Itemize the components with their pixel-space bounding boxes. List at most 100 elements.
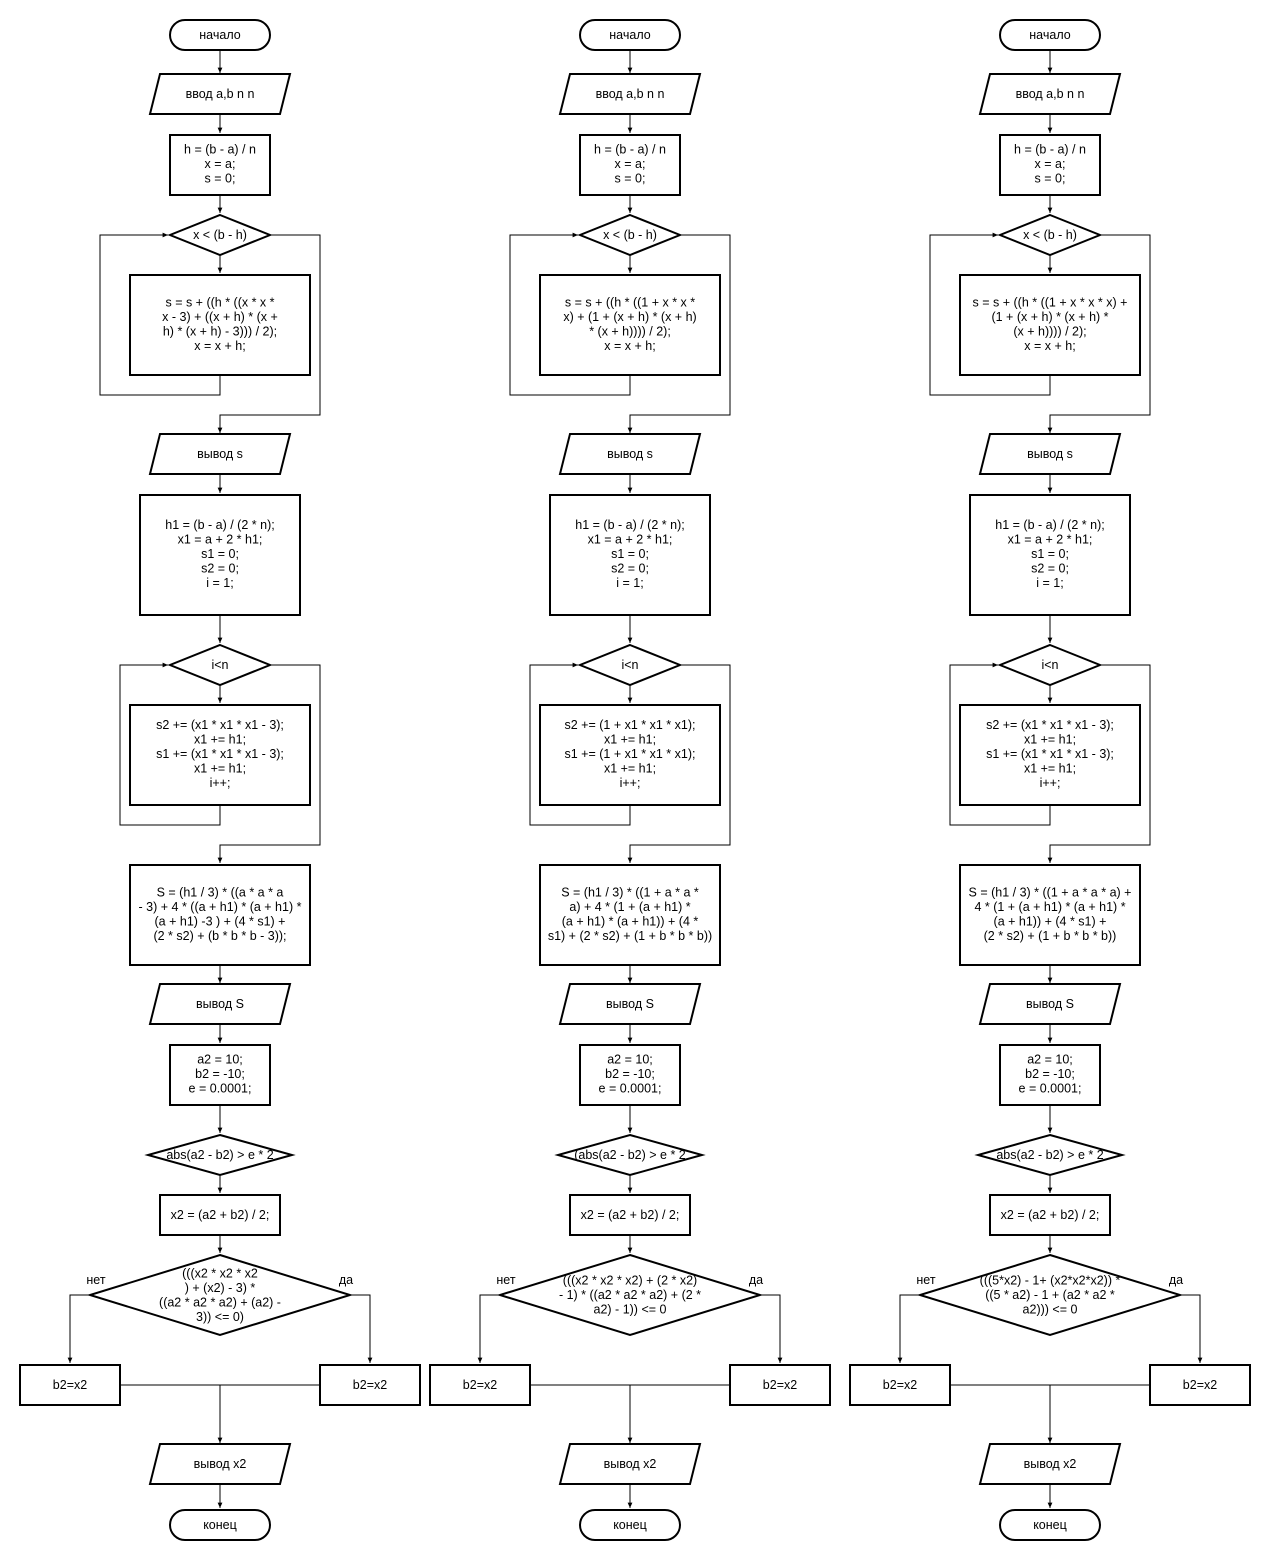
start-label: начало	[199, 28, 240, 42]
end-terminal	[579, 1509, 681, 1541]
calc-text-line: s1) + (2 * s2) + (1 + b * b * b))	[548, 929, 712, 943]
branch-yes	[1180, 1294, 1203, 1363]
init-block-1	[169, 134, 271, 196]
loop-body-2-text-line: x1 += h1;	[604, 762, 656, 776]
condition-4-label-line: a2))) <= 0	[1023, 1303, 1078, 1317]
loop-exit-1	[627, 234, 731, 433]
condition-3	[144, 1133, 296, 1177]
loop-exit-1	[217, 234, 321, 433]
left-assign-block	[429, 1364, 531, 1406]
yes-label-line: да	[749, 1273, 763, 1287]
condition-4-label: (((x2 * x2 * x2) + (x2) - 3) *((a2 * a2 …	[159, 1266, 281, 1324]
condition-2-label: i<n	[621, 658, 638, 672]
left-assign-text: b2=x2	[883, 1378, 917, 1392]
condition-2-label: i<n	[1041, 658, 1058, 672]
init-3-text: a2 = 10;b2 = -10;e = 0.0001;	[189, 1053, 252, 1096]
output-2-label-line: вывод S	[606, 997, 654, 1011]
condition-3-label: (abs(a2 - b2) > e * 2	[574, 1148, 686, 1162]
loop-body-2-text-line: s2 += (x1 * x1 * x1 - 3);	[156, 718, 284, 732]
left-assign-block	[849, 1364, 951, 1406]
condition-1-label-line: x < (b - h)	[603, 228, 657, 242]
calc-text: S = (h1 / 3) * ((a * a * a- 3) + 4 * ((a…	[139, 885, 302, 943]
output-block-3	[148, 1443, 292, 1485]
loop-body-2-text-line: s1 += (x1 * x1 * x1 - 3);	[156, 747, 284, 761]
midpoint-text-line: x2 = (a2 + b2) / 2;	[1001, 1208, 1100, 1222]
start-terminal	[169, 19, 271, 51]
init-1-text-line: x = a;	[615, 157, 646, 171]
output-2-label: вывод S	[1026, 997, 1074, 1011]
calc-text-line: 4 * (1 + (a + h1) * (a + h1) *	[974, 900, 1125, 914]
init-2-text: h1 = (b - a) / (2 * n);x1 = a + 2 * h1;s…	[995, 518, 1104, 590]
output-1-label: вывод s	[197, 447, 243, 461]
start-terminal	[999, 19, 1101, 51]
init-1-text-line: x = a;	[205, 157, 236, 171]
right-assign-text: b2=x2	[353, 1378, 387, 1392]
init-1-text-line: h = (b - a) / n	[594, 143, 666, 157]
no-label: нет	[496, 1273, 515, 1287]
calc-text-line: a) + 4 * (1 + (a + h1) *	[569, 900, 690, 914]
loop-body-1-text-line: x) + (1 + (x + h) * (x + h)	[563, 310, 696, 324]
calc-block	[959, 864, 1141, 966]
loop-exit-2	[627, 664, 731, 863]
init-2-text-line: s1 = 0;	[611, 547, 649, 561]
start-label-line: начало	[199, 28, 240, 42]
loop-body-2-text: s2 += (x1 * x1 * x1 - 3); x1 += h1;s1 += …	[156, 718, 284, 790]
loop-body-1	[539, 274, 721, 376]
init-3-text: a2 = 10;b2 = -10;e = 0.0001;	[1019, 1053, 1082, 1096]
loop-body-2-text: s2 += (1 + x1 * x1 * x1);x1 += h1;s1 += …	[565, 718, 696, 790]
midpoint-block	[159, 1194, 281, 1236]
condition-2	[577, 643, 683, 687]
input-block	[978, 73, 1122, 115]
condition-2-label-line: i<n	[211, 658, 228, 672]
output-3-label-line: вывод x2	[1024, 1457, 1077, 1471]
left-assign-text: b2=x2	[463, 1378, 497, 1392]
end-terminal	[999, 1509, 1101, 1541]
init-block-3	[999, 1044, 1101, 1106]
left-assign-text-line: b2=x2	[883, 1378, 917, 1392]
calc-text-line: S = (h1 / 3) * ((1 + a * a * a) +	[969, 885, 1132, 899]
condition-3-label: abs(a2 - b2) > e * 2	[166, 1148, 273, 1162]
loop-body-1-text-line: * (x + h)))) / 2);	[589, 324, 671, 338]
midpoint-block	[989, 1194, 1111, 1236]
loop-body-2-text-line: x1 += h1;	[604, 733, 656, 747]
calc-block	[539, 864, 721, 966]
loop-body-1-text: s = s + ((h * ((1 + x * x * x) +(1 + (x …	[973, 295, 1128, 353]
end-label-line: конец	[1033, 1518, 1067, 1532]
condition-4-label-line: (((x2 * x2 * x2	[182, 1266, 258, 1280]
init-2-text-line: s2 = 0;	[201, 562, 239, 576]
midpoint-block	[569, 1194, 691, 1236]
loop-exit-1	[1047, 234, 1151, 433]
yes-label: да	[749, 1273, 763, 1287]
right-assign-block	[1149, 1364, 1251, 1406]
loop-body-2-text-line: i++;	[210, 776, 231, 790]
condition-4-label-line: 3)) <= 0)	[196, 1310, 244, 1324]
input-block	[148, 73, 292, 115]
start-label: начало	[1029, 28, 1070, 42]
init-1-text-line: s = 0;	[1035, 172, 1066, 186]
init-3-text-line: a2 = 10;	[1027, 1053, 1073, 1067]
condition-1-label: x < (b - h)	[1023, 228, 1077, 242]
init-2-text-line: s2 = 0;	[611, 562, 649, 576]
condition-4-label-line: ) + (x2) - 3) *	[185, 1281, 256, 1295]
condition-2	[167, 643, 273, 687]
condition-4-label-line: (((5*x2) - 1+ (x2*x2*x2)) *	[980, 1274, 1121, 1288]
init-2-text-line: s1 = 0;	[201, 547, 239, 561]
output-1-label-line: вывод s	[197, 447, 243, 461]
loop-body-1-text-line: x - 3) + ((x + h) * (x +	[162, 310, 278, 324]
init-block-1	[999, 134, 1101, 196]
loop-body-2-text-line: x1 += h1;	[194, 762, 246, 776]
calc-text-line: (2 * s2) + (b * b * b - 3));	[153, 929, 286, 943]
output-block-1	[558, 433, 702, 475]
calc-block	[129, 864, 311, 966]
condition-1	[167, 213, 273, 257]
condition-4	[86, 1253, 354, 1337]
no-label-line: нет	[916, 1273, 935, 1287]
start-terminal	[579, 19, 681, 51]
output-2-label-line: вывод S	[196, 997, 244, 1011]
output-3-label: вывод x2	[604, 1457, 657, 1471]
calc-text-line: (2 * s2) + (1 + b * b * b))	[984, 929, 1117, 943]
loop-body-1-text-line: x = x + h;	[604, 339, 655, 353]
loop-back-2	[529, 662, 631, 826]
right-assign-block	[319, 1364, 421, 1406]
end-terminal	[169, 1509, 271, 1541]
